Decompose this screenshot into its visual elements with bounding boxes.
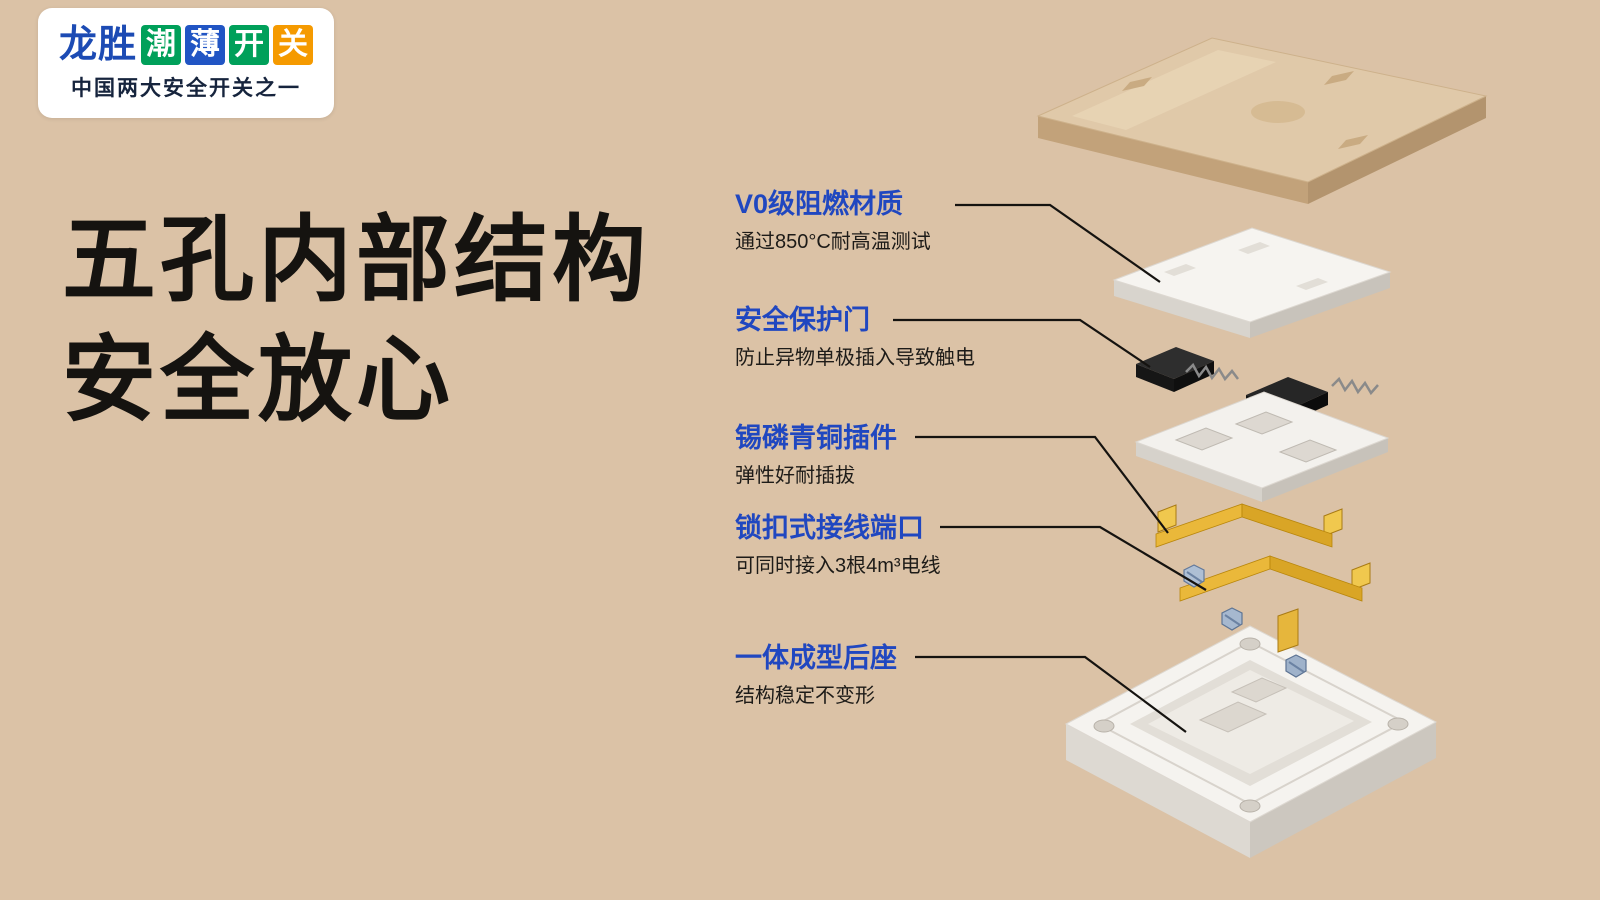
brand-tagline: 中国两大安全开关之一 — [71, 76, 301, 100]
terminal-screws-illustration — [1183, 564, 1307, 678]
back-base-illustration — [1064, 625, 1438, 858]
copper-contacts-illustration — [1155, 503, 1371, 602]
connector-line-3 — [915, 435, 1169, 534]
screw-hole-icon — [1093, 719, 1115, 733]
inner-cover-illustration — [1112, 227, 1392, 338]
screw-hole-icon — [1387, 717, 1409, 731]
page-title: 五孔内部结构 安全放心 — [62, 200, 650, 441]
connector-line-2 — [893, 318, 1151, 368]
callout-flame-retardant: V0级阻燃材质 通过850°C耐高温测试 — [735, 189, 931, 254]
callout-title: 锁扣式接线端口 — [735, 513, 924, 543]
cover-plate-illustration — [1036, 37, 1488, 204]
callout-bronze-insert: 锡磷青铜插件 弹性好耐插拔 — [735, 423, 897, 488]
brand-tile-bao: 薄 — [185, 24, 225, 65]
callout-desc: 弹性好耐插拔 — [735, 464, 855, 487]
callout-molded-base: 一体成型后座 结构稳定不变形 — [735, 643, 897, 708]
callout-desc: 结构稳定不变形 — [735, 684, 875, 707]
callout-safety-door: 安全保护门 防止异物单极插入导致触电 — [735, 305, 975, 370]
callout-title: 一体成型后座 — [735, 643, 897, 673]
brand-tile-guan: 关 — [273, 24, 313, 65]
brand-tile-chao: 潮 — [141, 24, 181, 65]
brand-name-text: 龙胜 — [58, 23, 137, 66]
brand-tile-kai: 开 — [229, 24, 269, 65]
headline-line1: 五孔内部结构 — [62, 207, 651, 312]
callout-locking-terminal: 锁扣式接线端口 可同时接入3根4m³电线 — [735, 513, 941, 578]
spring-icon — [1331, 376, 1379, 396]
screw-hole-icon — [1239, 799, 1261, 813]
callout-title: V0级阻燃材质 — [735, 189, 904, 219]
spring-icon — [1185, 362, 1239, 382]
screw-hole-icon — [1239, 637, 1261, 651]
callout-title: 安全保护门 — [735, 305, 870, 335]
callout-desc: 防止异物单极插入导致触电 — [735, 346, 975, 369]
connector-line-5 — [915, 655, 1187, 733]
connector-line-1 — [955, 203, 1161, 283]
headline-line2: 安全放心 — [62, 327, 455, 433]
callout-connector-lines — [893, 203, 1207, 733]
brand-logo-row: 龙胜 潮 薄 开 关 — [58, 23, 313, 66]
connector-line-4 — [940, 525, 1207, 591]
middle-frame-illustration — [1134, 391, 1390, 502]
callout-desc: 通过850°C耐高温测试 — [735, 230, 931, 253]
callout-title: 锡磷青铜插件 — [735, 423, 897, 453]
callout-desc: 可同时接入3根4m³电线 — [735, 554, 941, 577]
brand-logo-card: 龙胜 潮 薄 开 关 中国两大安全开关之一 — [38, 8, 334, 118]
